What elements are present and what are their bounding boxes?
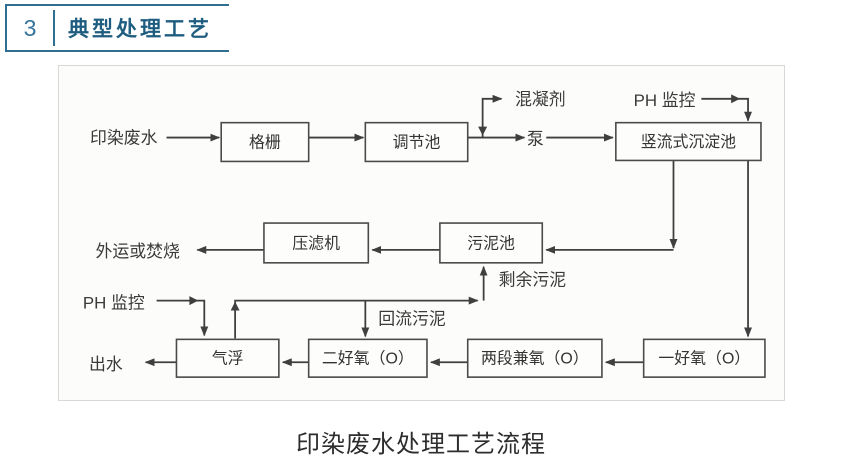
node-label-vertical-sedimentation-tank: 竖流式沉淀池 — [641, 133, 736, 151]
node-sludge-tank: 污泥池 — [439, 222, 544, 264]
recycle-up-arrow — [230, 301, 240, 311]
node-label-screen-grid: 格栅 — [249, 134, 281, 152]
edge-coagulant-branch — [481, 94, 503, 138]
ph-top-corner-right-arrow — [731, 94, 741, 104]
section-title: 典型处理工艺 — [68, 18, 212, 41]
section-header: 3 典型处理工艺 — [5, 4, 229, 52]
node-label-sludge-tank: 污泥池 — [467, 234, 515, 252]
label-pump: 泵 — [527, 130, 544, 149]
node-air-flotation: 气浮 — [175, 338, 280, 378]
label-excess-sludge: 剩余污泥 — [499, 271, 567, 290]
ph-bottom-corner-right-arrow — [189, 296, 199, 306]
label-coagulant: 混凝剂 — [515, 90, 566, 109]
node-two-stage-facultative: 两段兼氧（O） — [466, 338, 603, 378]
label-ph-monitor-top: PH 监控 — [634, 91, 696, 110]
edge-ph-bottom-to-flotation — [156, 299, 209, 337]
process-flow-figure: 格栅 调节池 竖流式沉淀池压滤机 污泥池气浮 二好氧（O） 两段兼氧（O） 一好氧（O） 印染… — [58, 65, 785, 401]
edge-flotation-recycle-line — [234, 296, 479, 339]
node-label-air-flotation: 气浮 — [212, 350, 244, 368]
node-label-two-stage-facultative: 两段兼氧（O） — [481, 350, 589, 368]
coagulant-junction-down-arrow — [478, 126, 488, 136]
node-label-filter-press: 压滤机 — [292, 234, 340, 252]
label-offsite-or-incineration: 外运或焚烧 — [96, 242, 181, 261]
section-number: 3 — [23, 14, 37, 41]
node-filter-press: 压滤机 — [263, 222, 370, 264]
edge-ph-top-to-sedimentation — [701, 97, 753, 122]
node-label-regulating-tank: 调节池 — [393, 134, 441, 152]
node-vertical-sedimentation-tank: 竖流式沉淀池 — [615, 121, 762, 162]
figure-caption: 印染废水处理工艺流程 — [296, 431, 546, 458]
node-label-first-aerobic: 一好氧（O） — [658, 350, 750, 368]
node-first-aerobic: 一好氧（O） — [642, 338, 766, 378]
node-label-second-aerobic: 二好氧（O） — [322, 350, 414, 368]
label-effluent: 出水 — [89, 355, 123, 374]
label-influent: 印染废水 — [90, 129, 158, 148]
node-second-aerobic: 二好氧（O） — [307, 338, 428, 378]
node-screen-grid: 格栅 — [220, 121, 310, 163]
label-return-sludge: 回流污泥 — [378, 309, 446, 328]
node-regulating-tank: 调节池 — [364, 121, 469, 163]
header-divider — [53, 10, 55, 46]
label-ph-monitor-bottom: PH 监控 — [83, 294, 145, 313]
